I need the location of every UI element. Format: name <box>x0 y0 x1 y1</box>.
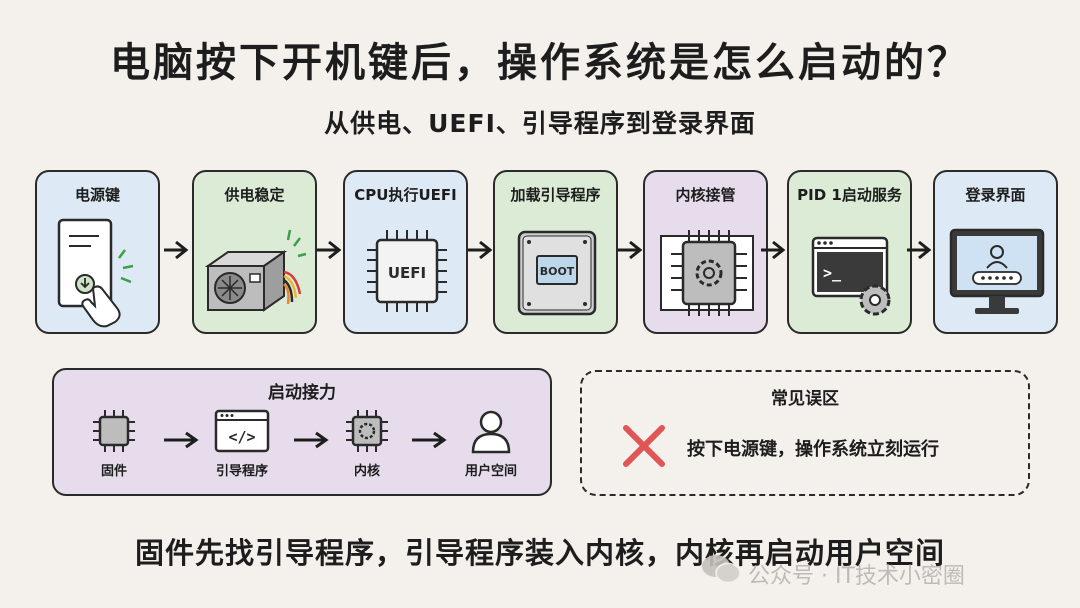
code-window-icon: </> <box>214 409 270 453</box>
misconception-text: 按下电源键，操作系统立刻运行 <box>687 439 939 460</box>
red-cross-icon <box>623 425 665 467</box>
step-pid1-services: PID 1启动服务 >_ <box>787 170 912 334</box>
relay-title: 启动接力 <box>268 383 336 403</box>
relay-arrow <box>412 431 447 449</box>
login-monitor-icon <box>949 228 1045 314</box>
relay-item-label: 引导程序 <box>215 464 268 479</box>
flow-arrow <box>164 240 189 260</box>
step-label: 内核接管 <box>675 186 736 204</box>
flow-arrow <box>907 240 932 260</box>
summary-text: 固件先找引导程序，引导程序装入内核，内核再启动用户空间 <box>134 536 945 570</box>
flow-arrow <box>317 240 342 260</box>
relay-item-label: 用户空间 <box>464 464 517 479</box>
relay-item-bootloader: </> 引导程序 <box>197 408 287 479</box>
step-login-screen: 登录界面 <box>933 170 1058 334</box>
relay-arrow <box>164 431 199 449</box>
terminal-prompt-text: >_ <box>823 264 842 282</box>
flow-arrow <box>468 240 493 260</box>
kernel-chip-icon <box>660 230 754 316</box>
code-glyph: </> <box>228 428 255 446</box>
uefi-chip-text: UEFI <box>388 264 426 282</box>
power-button-icon <box>57 218 134 328</box>
boot-relay-panel: 启动接力 固件 </> 引导程序 <box>52 368 552 496</box>
step-label: PID 1启动服务 <box>797 186 902 204</box>
firmware-chip-icon <box>93 410 135 452</box>
step-label: CPU执行UEFI <box>354 186 457 204</box>
step-label: 供电稳定 <box>224 186 285 204</box>
step-kernel: 内核接管 <box>643 170 768 334</box>
page-subtitle: 从供电、UEFI、引导程序到登录界面 <box>324 109 756 138</box>
uefi-chip-icon: UEFI <box>367 230 447 312</box>
step-label: 电源键 <box>74 186 120 204</box>
page-title: 电脑按下开机键后，操作系统是怎么启动的？ <box>110 40 970 86</box>
misconception-panel: 常见误区 按下电源键，操作系统立刻运行 <box>580 370 1030 496</box>
boot-drive-icon: BOOT <box>517 230 597 316</box>
wechat-icon <box>702 555 741 584</box>
step-boot-loader: 加载引导程序 BOOT <box>493 170 618 334</box>
boot-drive-text: BOOT <box>540 265 575 278</box>
power-supply-icon <box>204 229 307 312</box>
step-uefi: CPU执行UEFI UEFI <box>343 170 468 334</box>
kernel-chip-icon <box>346 410 388 452</box>
step-power-supply: 供电稳定 <box>192 170 317 334</box>
misconception-title: 常见误区 <box>771 389 839 409</box>
relay-item-kernel: 内核 <box>322 408 412 479</box>
watermark-text: 公众号 · IT技术小密圈 <box>748 564 965 589</box>
flow-arrow <box>618 240 643 260</box>
relay-item-userspace: 用户空间 <box>446 408 536 479</box>
relay-arrow <box>294 431 329 449</box>
user-icon <box>471 410 511 454</box>
relay-item-label: 内核 <box>353 464 380 479</box>
step-label: 登录界面 <box>965 186 1026 204</box>
flow-arrow <box>761 240 786 260</box>
terminal-gear-icon: >_ <box>811 236 891 316</box>
relay-item-firmware: 固件 <box>69 408 159 479</box>
watermark: 公众号 · IT技术小密圈 <box>700 552 1060 592</box>
relay-item-label: 固件 <box>100 464 127 479</box>
step-label: 加载引导程序 <box>510 186 601 204</box>
step-power-button: 电源键 <box>35 170 160 334</box>
